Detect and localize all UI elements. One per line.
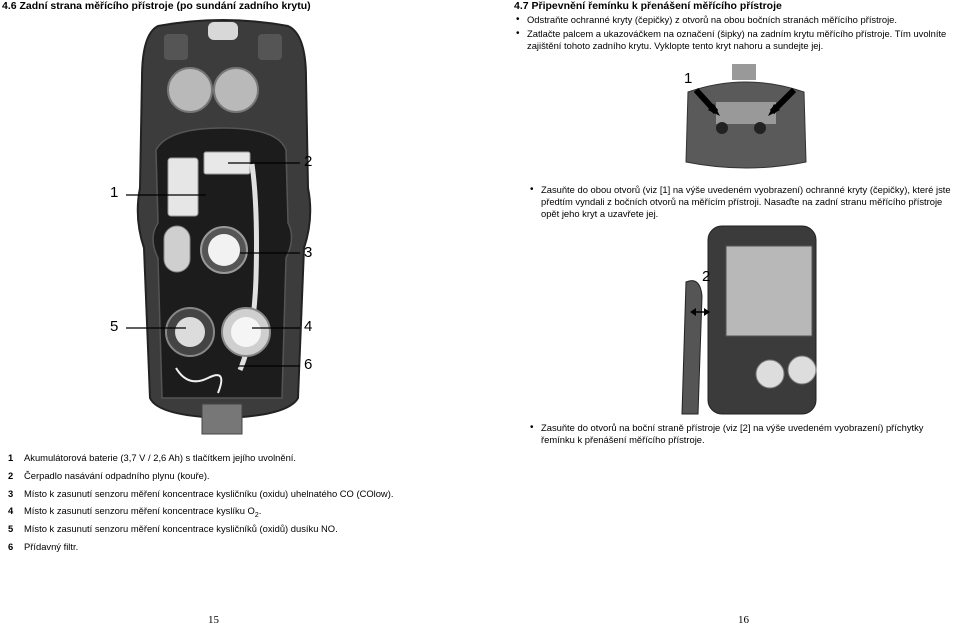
- callout-3: 3: [304, 244, 313, 261]
- callout-1: 1: [110, 184, 119, 201]
- left-callout-lines: [126, 162, 300, 367]
- left-page: 4.6 Zadní strana měřícího přístroje (po …: [2, 0, 468, 626]
- bullet-item: Zasuňte do obou otvorů (viz [1] na výše …: [528, 184, 956, 221]
- bullet-item: Zatlačte palcem a ukazováčkem na označen…: [514, 28, 954, 52]
- figure1-callout: 1: [684, 70, 693, 87]
- bullet-list-top: Odstraňte ochranné kryty (čepičky) z otv…: [514, 14, 954, 55]
- page-number-left: 15: [208, 614, 219, 626]
- strap-clip-illustration: [681, 225, 817, 415]
- bullet-list-mid: Zasuňte do obou otvorů (viz [1] na výše …: [528, 184, 956, 223]
- figure2-callout: 2: [702, 268, 711, 285]
- callout-6: 6: [304, 356, 313, 373]
- callout-2: 2: [304, 153, 313, 170]
- left-heading: 4.6 Zadní strana měřícího přístroje (po …: [2, 0, 311, 12]
- bullet-item: Zasuňte do otvorů na boční straně přístr…: [528, 422, 958, 446]
- back-cover-illustration: [685, 64, 807, 169]
- bullet-item: Odstraňte ochranné kryty (čepičky) z otv…: [514, 14, 954, 26]
- page-number-right: 16: [738, 614, 749, 626]
- bullet-list-bottom: Zasuňte do otvorů na boční straně přístr…: [528, 422, 958, 448]
- right-heading: 4.7 Připevnění řemínku k přenášení měříc…: [514, 0, 782, 12]
- device-back-illustration: [136, 19, 312, 435]
- right-page: 4.7 Připevnění řemínku k přenášení měříc…: [480, 0, 960, 626]
- callout-5: 5: [110, 318, 119, 335]
- callout-4: 4: [304, 318, 313, 335]
